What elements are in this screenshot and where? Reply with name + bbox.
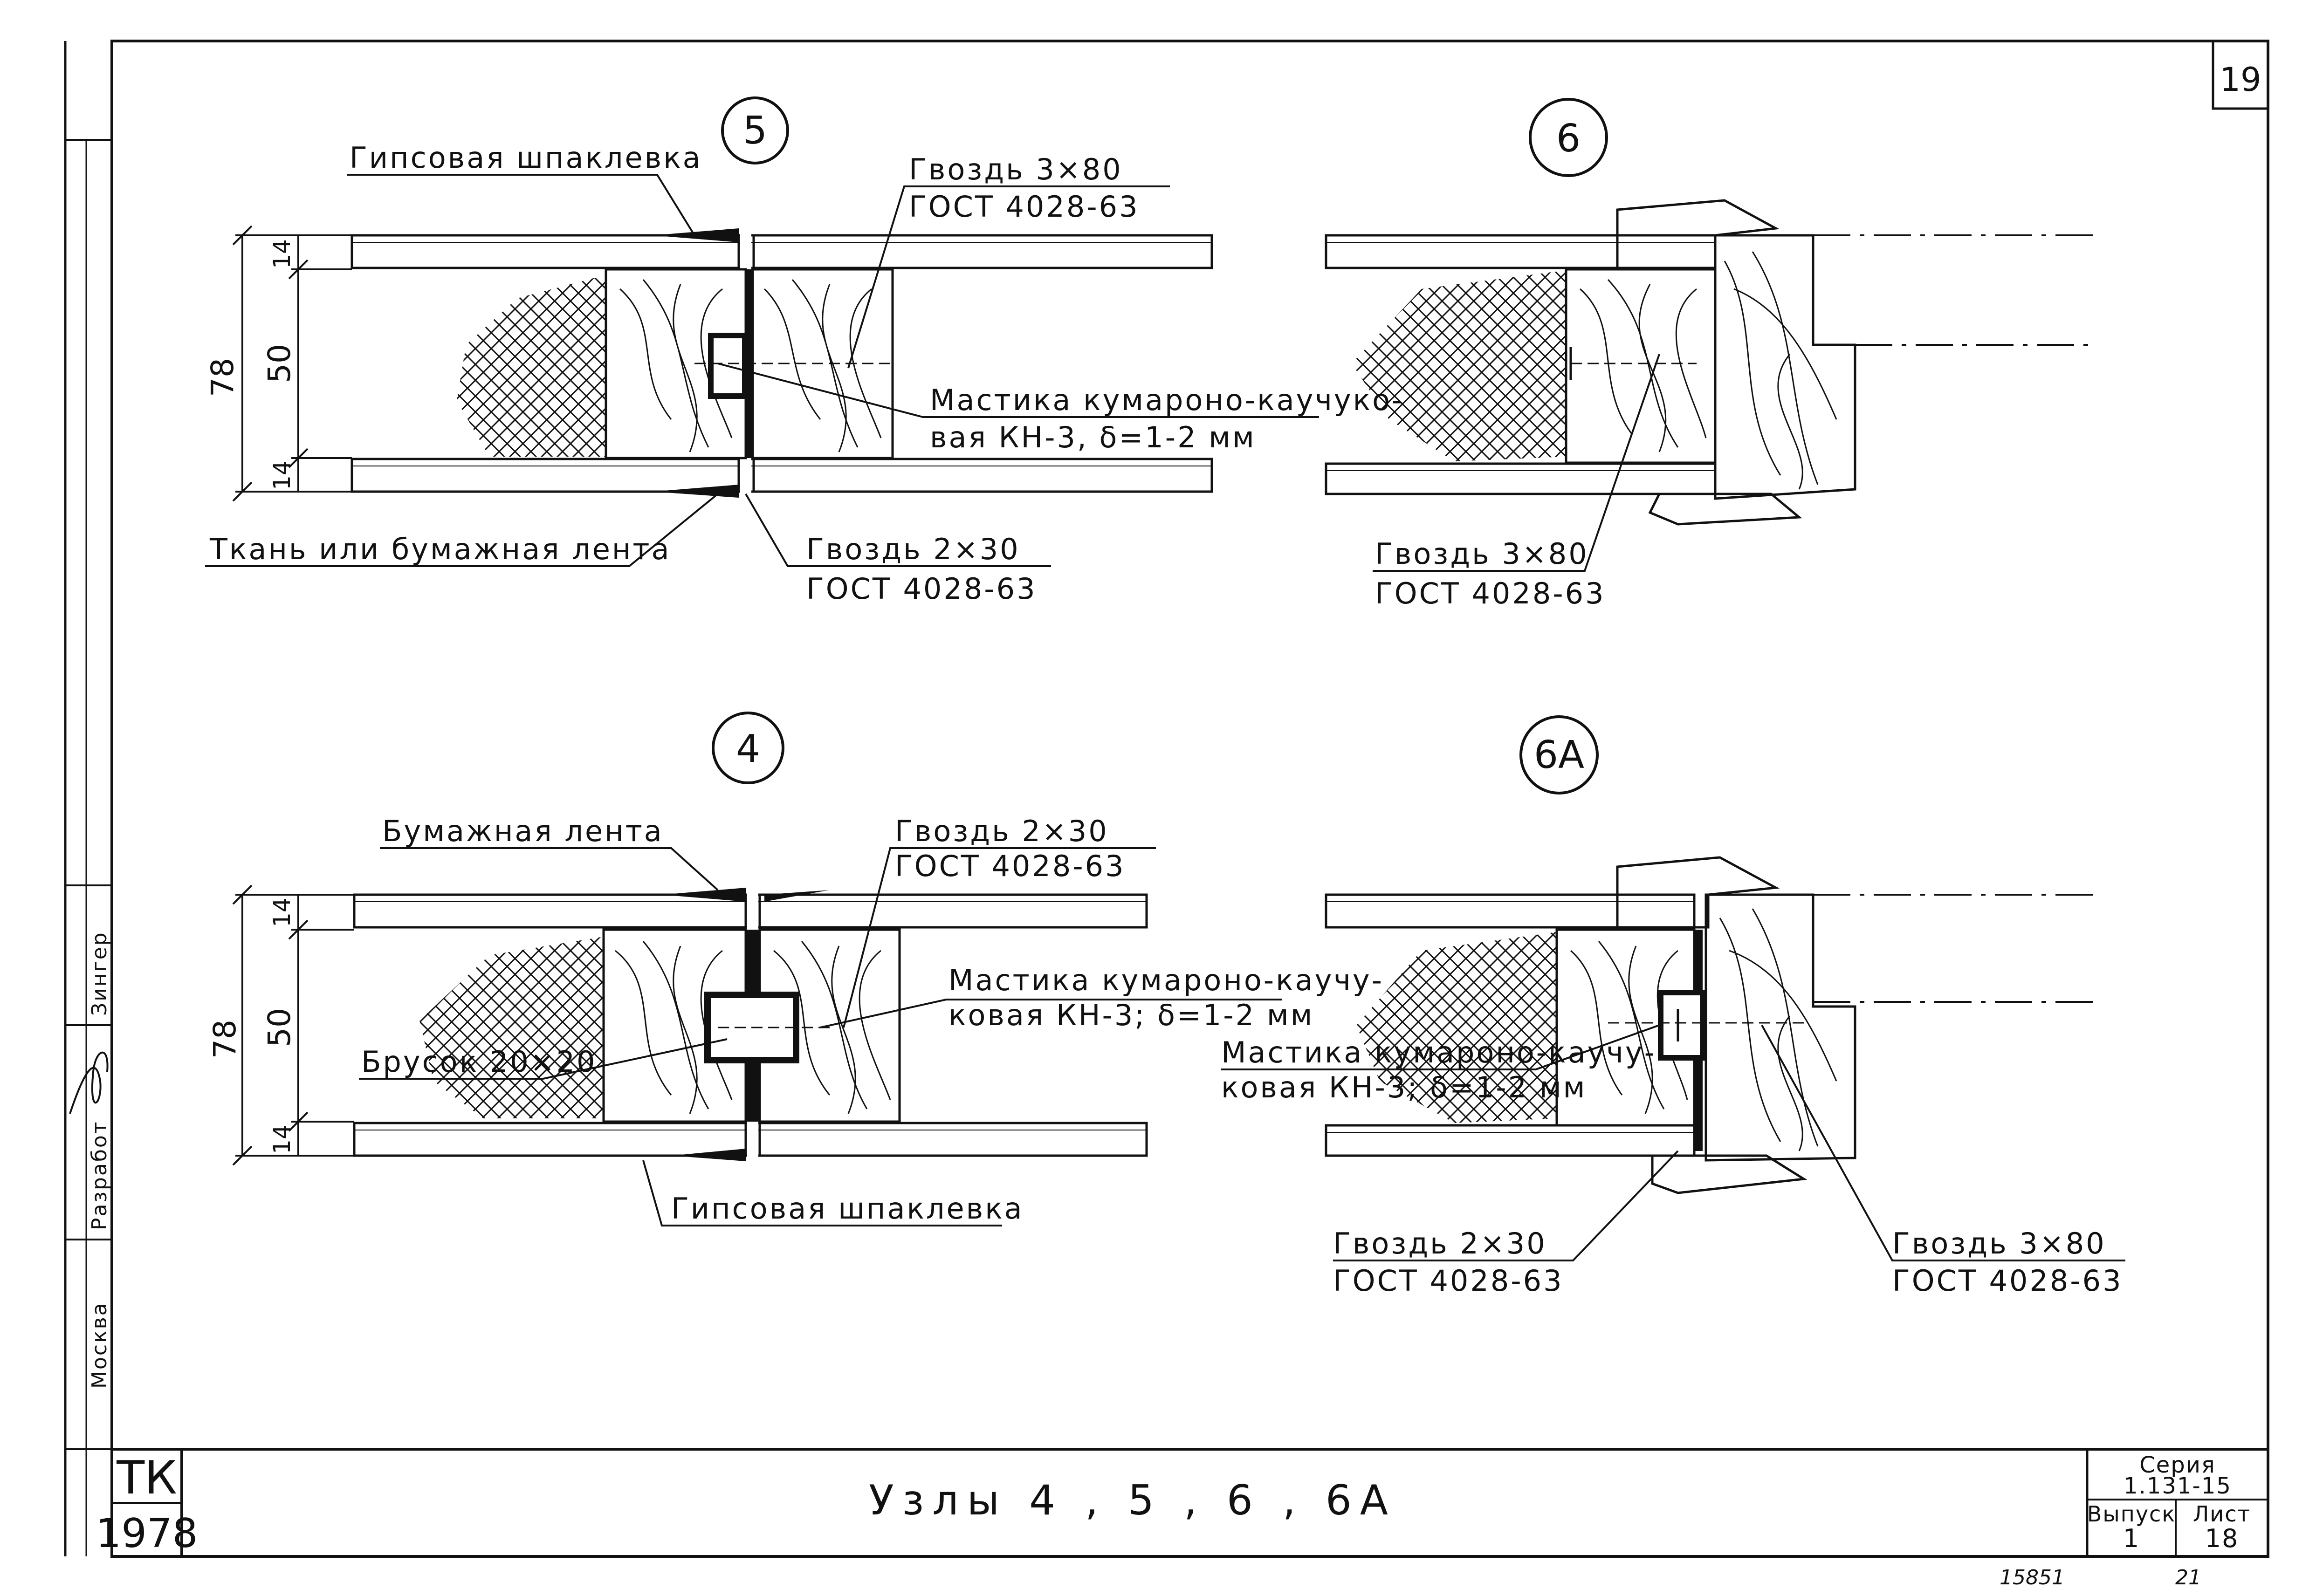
label-mastic-2: вая КН-3, δ=1-2 мм xyxy=(930,420,1256,454)
node-marker: 6 xyxy=(1556,116,1581,161)
label-nail-a-2: ГОСТ 4028-63 xyxy=(1333,1264,1564,1298)
label-mastic-1: Мастика кумароно-каучуко- xyxy=(930,383,1404,417)
side-developer-name: Зингер xyxy=(88,931,111,1016)
dim-mid: 50 xyxy=(261,344,297,383)
label-nail-2: ГОСТ 4028-63 xyxy=(1375,576,1606,610)
dim-mid: 50 xyxy=(261,1008,297,1047)
dim-bot: 14 xyxy=(268,460,296,490)
node-marker-circle xyxy=(721,96,789,164)
label-mastic-1: Мастика кумароно-каучу- xyxy=(948,963,1384,997)
year: 1978 xyxy=(96,1510,198,1557)
sheet-title: Узлы 4 , 5 , 6 , 6А xyxy=(869,1476,1396,1524)
sheet-frame xyxy=(64,40,2269,1558)
label-plaster: Гипсовая шпаклевка xyxy=(671,1192,1024,1226)
label-nail-2: ГОСТ 4028-63 xyxy=(895,849,1126,883)
stamp-left: 15851 xyxy=(2000,1566,2065,1589)
label-mastic-2: ковая КН-3; δ=1-2 мм xyxy=(948,998,1314,1032)
label-nail-bot-1: Гвоздь 2×30 xyxy=(806,532,1020,566)
label-nail-b-2: ГОСТ 4028-63 xyxy=(1892,1264,2123,1298)
label-tape: Ткань или бумажная лента xyxy=(209,532,671,566)
issue-value: 1 xyxy=(2123,1524,2140,1553)
node-marker: 5 xyxy=(743,109,767,153)
label-nail-b-1: Гвоздь 3×80 xyxy=(1892,1226,2106,1260)
label-mastic-1: Мастика кумароно-каучу- xyxy=(1221,1035,1656,1069)
sheet-value: 18 xyxy=(2205,1524,2239,1553)
label-nail-a-1: Гвоздь 2×30 xyxy=(1333,1226,1547,1260)
node-4: 4 78 xyxy=(207,712,1384,1226)
stamp-right: 21 xyxy=(2175,1566,2201,1589)
dimensions xyxy=(232,884,354,1166)
page-number: 19 xyxy=(2220,61,2261,99)
dim-top: 14 xyxy=(268,239,296,269)
node-marker: 4 xyxy=(736,727,760,771)
node-marker-circle xyxy=(1519,715,1599,795)
label-nail-1: Гвоздь 3×80 xyxy=(1375,537,1589,571)
sheet-label: Лист xyxy=(2193,1501,2251,1527)
dimensions xyxy=(232,225,352,502)
label-nail-1: Гвоздь 2×30 xyxy=(895,814,1109,848)
series-number: 1.131-15 xyxy=(2124,1473,2232,1499)
dim-bot: 14 xyxy=(268,1124,296,1154)
side-developer-label: Разработ xyxy=(88,1121,111,1230)
label-plaster: Гипсовая шпаклевка xyxy=(350,141,702,175)
org-code: ТК xyxy=(116,1452,177,1505)
node-6a: 6А Мастика кумароно-каучу- ковая КН-3; δ… xyxy=(1221,715,2125,1298)
dim-top: 14 xyxy=(268,897,296,927)
node-marker-circle xyxy=(712,712,784,784)
label-bar: Брусок 20×20 xyxy=(361,1045,597,1079)
node-marker: 6А xyxy=(1534,733,1584,777)
developer-signature xyxy=(69,1051,109,1114)
label-nail-top-2: ГОСТ 4028-63 xyxy=(909,190,1140,224)
side-org: Москва xyxy=(88,1301,111,1389)
node-6: 6 Гвоздь 3×80 ГОСТ 4028-63 xyxy=(1325,98,2097,610)
label-mastic-2: ковая КН-3; δ=1-2 мм xyxy=(1221,1070,1587,1104)
label-nail-top-1: Гвоздь 3×80 xyxy=(909,152,1123,186)
node-5: 5 xyxy=(205,96,1404,606)
dim-total: 78 xyxy=(205,358,241,397)
series-label: Серия xyxy=(2139,1452,2216,1478)
label-tape: Бумажная лента xyxy=(382,814,664,848)
dim-total: 78 xyxy=(207,1020,243,1059)
label-nail-bot-2: ГОСТ 4028-63 xyxy=(806,572,1037,606)
issue-label: Выпуск xyxy=(2087,1501,2176,1527)
node-marker-circle xyxy=(1529,98,1608,177)
